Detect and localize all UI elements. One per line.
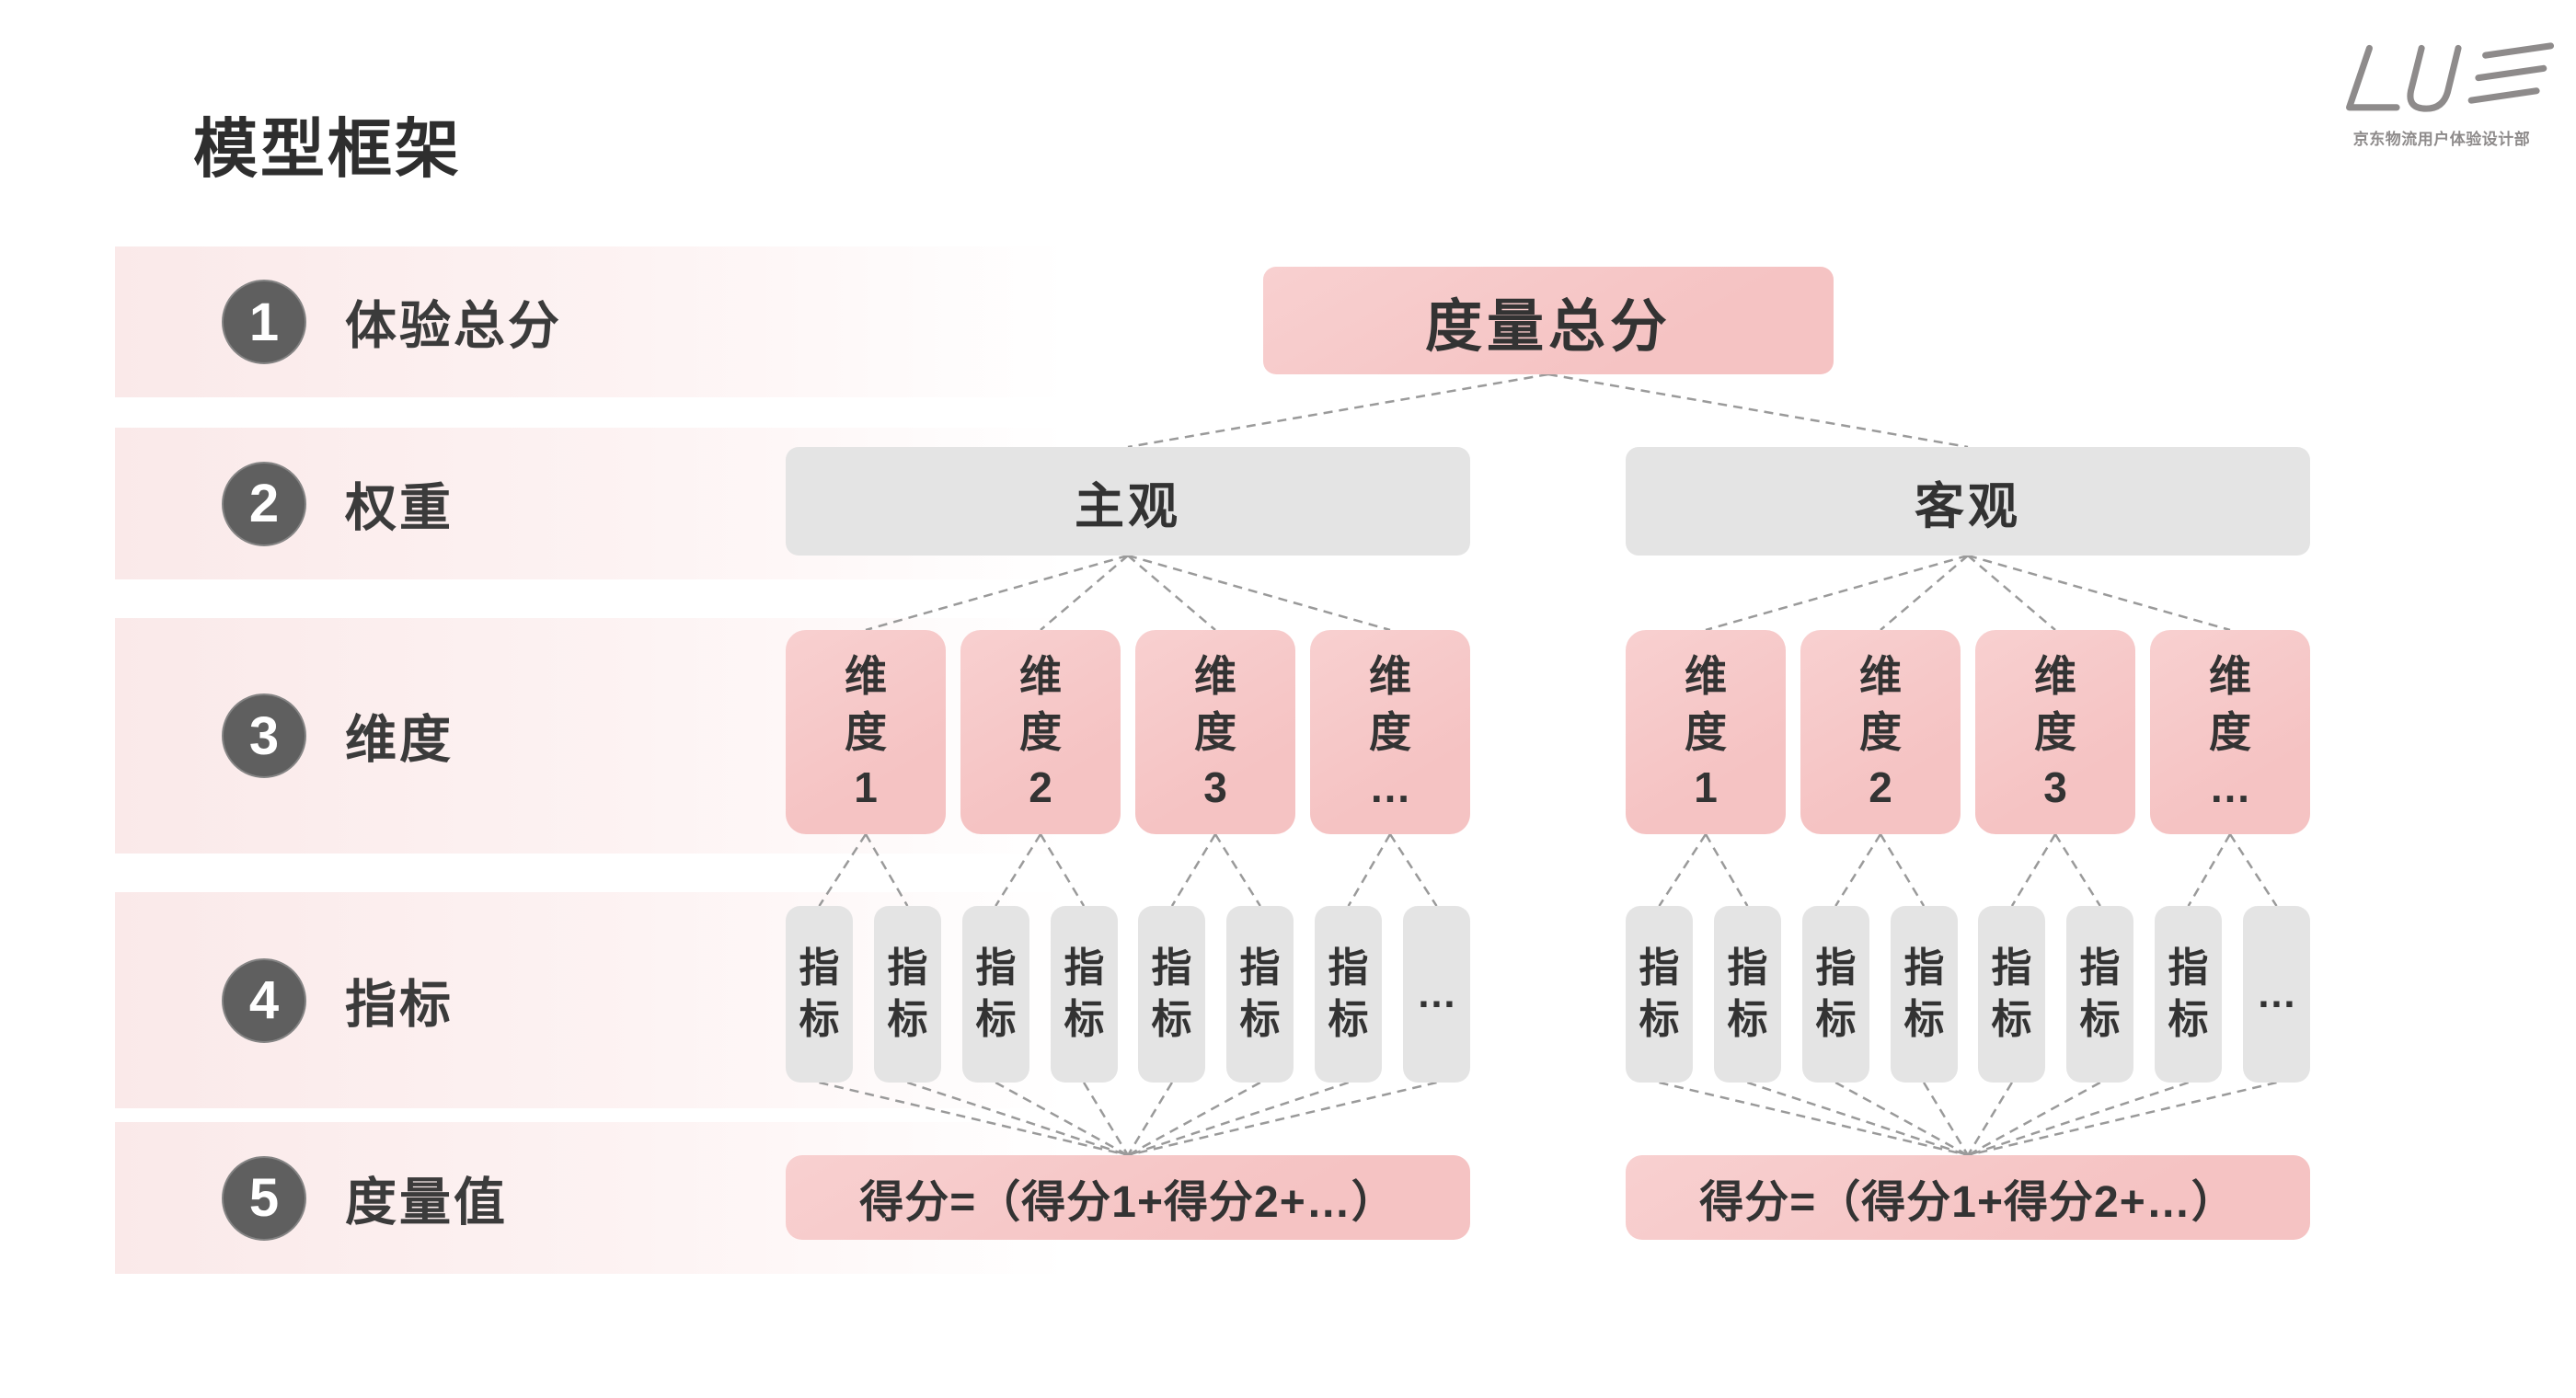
connector-line: [1127, 555, 1216, 631]
step-number-badge: 1: [222, 280, 306, 364]
connector-line: [1658, 833, 1708, 907]
dimension-box: 维 度 1: [1626, 630, 1786, 834]
branch-box: 客观: [1626, 447, 2310, 556]
connector-line: [1746, 1081, 1969, 1157]
connector-line: [1039, 833, 1086, 907]
connector-line: [1083, 1082, 1130, 1156]
indicator-box: 指 标: [1138, 906, 1205, 1083]
connector-line: [1126, 1082, 1173, 1156]
connector-line: [1834, 833, 1882, 907]
formula-box: 得分=（得分1+得分2+…）: [1626, 1155, 2310, 1240]
connector-line: [1547, 372, 1969, 449]
indicator-box: 指 标: [1891, 906, 1958, 1083]
connector-line: [906, 1081, 1129, 1157]
connector-line: [818, 833, 868, 907]
connector-line: [1127, 372, 1549, 449]
connector-line: [1879, 833, 1926, 907]
indicator-box: 指 标: [1978, 906, 2045, 1083]
connector-line: [1705, 554, 1969, 632]
connector-line: [2228, 833, 2278, 907]
dimension-box: 维 度 …: [1310, 630, 1470, 834]
connector-line: [1127, 554, 1391, 632]
step-label: 指标: [345, 975, 454, 1033]
connector-line: [1967, 555, 2056, 631]
step-label: 度量值: [345, 1173, 508, 1231]
connector-line: [1659, 1081, 1969, 1157]
connector-line: [2010, 833, 2057, 907]
page-title: 模型框架: [193, 113, 462, 185]
connector-line: [1170, 833, 1217, 907]
dimension-box: 维 度 1: [786, 630, 946, 834]
dimension-box: 维 度 …: [2150, 630, 2310, 834]
connector-line: [865, 554, 1129, 632]
step-label: 体验总分: [345, 296, 562, 355]
connector-line: [1704, 833, 1749, 907]
root-box: 度量总分: [1263, 267, 1834, 374]
connector-line: [1880, 555, 1969, 631]
branch-box: 主观: [786, 447, 1470, 556]
connector-line: [864, 833, 909, 907]
dimension-box: 维 度 2: [960, 630, 1121, 834]
connector-line: [1967, 554, 2231, 632]
connector-line: [1967, 1081, 2101, 1157]
indicator-box: 指 标: [2155, 906, 2222, 1083]
connector-line: [1967, 1081, 2277, 1157]
lue-logo-icon: [2346, 42, 2555, 112]
indicator-box: …: [1403, 906, 1470, 1083]
indicator-box: 指 标: [962, 906, 1029, 1083]
connector-line: [1127, 1081, 1437, 1157]
indicator-box: 指 标: [1226, 906, 1294, 1083]
indicator-box: 指 标: [1051, 906, 1118, 1083]
connector-line: [1966, 1082, 2013, 1156]
connector-line: [2053, 833, 2101, 907]
dimension-box: 维 度 3: [1975, 630, 2135, 834]
indicator-box: 指 标: [1802, 906, 1869, 1083]
step-label: 维度: [345, 710, 454, 769]
indicator-box: 指 标: [1714, 906, 1781, 1083]
step-number-badge: 4: [222, 957, 306, 1043]
logo-letter-l: [2346, 44, 2400, 111]
step-number-badge: 2: [222, 461, 306, 546]
connector-line: [2187, 833, 2232, 907]
indicator-box: 指 标: [1626, 906, 1693, 1083]
formula-box: 得分=（得分1+得分2+…）: [786, 1155, 1470, 1240]
connector-line: [1923, 1082, 1970, 1156]
logo-subtitle: 京东物流用户体验设计部: [2352, 131, 2531, 148]
connector-line: [1127, 1081, 1261, 1157]
connector-line: [1040, 555, 1129, 631]
connector-line: [1834, 1081, 1969, 1157]
step-number-badge: 3: [222, 693, 306, 778]
step-label: 权重: [345, 478, 454, 536]
connector-line: [1127, 1081, 1350, 1157]
connector-line: [1967, 1081, 2190, 1157]
connector-line: [995, 833, 1042, 907]
indicator-box: …: [2243, 906, 2310, 1083]
logo-letter-e: [2467, 42, 2555, 104]
logo: 京东物流用户体验设计部: [2317, 42, 2567, 149]
dimension-box: 维 度 2: [1800, 630, 1961, 834]
connector-line: [1388, 833, 1438, 907]
connector-line: [819, 1081, 1129, 1157]
indicator-box: 指 标: [786, 906, 853, 1083]
dimension-box: 维 度 3: [1135, 630, 1295, 834]
indicator-box: 指 标: [1315, 906, 1382, 1083]
logo-letter-u: [2407, 44, 2462, 112]
connector-line: [1347, 833, 1392, 907]
connector-line: [995, 1081, 1129, 1157]
step-number-badge: 5: [222, 1155, 306, 1241]
indicator-box: 指 标: [874, 906, 941, 1083]
row-band: 1 体验总分: [115, 246, 1067, 397]
connector-line: [1213, 833, 1261, 907]
indicator-box: 指 标: [2066, 906, 2133, 1083]
